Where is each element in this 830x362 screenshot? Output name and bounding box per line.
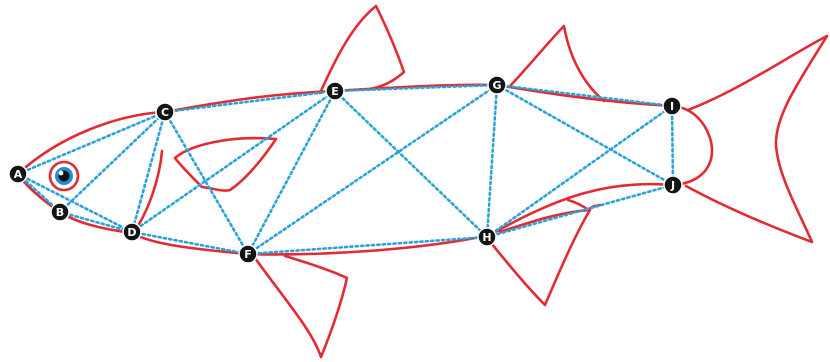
truss-network bbox=[18, 85, 673, 254]
landmark-c: C bbox=[156, 103, 174, 121]
landmark-h: H bbox=[478, 228, 496, 246]
landmark-label: J bbox=[670, 179, 675, 192]
truss-edge-c-f bbox=[165, 112, 248, 254]
landmark-e: E bbox=[326, 82, 344, 100]
pectoral-fin-outline bbox=[175, 138, 276, 190]
truss-edge-e-h bbox=[335, 91, 487, 237]
truss-edge-b-c bbox=[60, 112, 165, 212]
truss-edge-a-c bbox=[18, 112, 165, 174]
landmark-label: E bbox=[331, 85, 339, 98]
truss-edge-f-g bbox=[248, 85, 497, 254]
landmark-a: A bbox=[9, 165, 27, 183]
landmark-f: F bbox=[239, 245, 257, 263]
fish-outline bbox=[18, 6, 827, 357]
landmark-label: G bbox=[492, 79, 501, 92]
anal-fin-outline bbox=[487, 210, 590, 305]
truss-edge-h-i bbox=[487, 106, 672, 237]
landmark-label: A bbox=[14, 168, 23, 181]
truss-edge-g-i bbox=[497, 85, 672, 106]
truss-edge-i-j bbox=[672, 106, 673, 185]
landmark-d: D bbox=[123, 223, 141, 241]
eye-highlight bbox=[59, 171, 64, 176]
tail-fin-outline bbox=[686, 36, 827, 242]
landmark-j: J bbox=[664, 176, 682, 194]
pelvic-fin-outline bbox=[252, 254, 347, 357]
truss-edge-g-j bbox=[497, 85, 673, 185]
landmark-i: I bbox=[663, 97, 681, 115]
landmark-g: G bbox=[488, 76, 506, 94]
eye bbox=[50, 162, 78, 190]
finlet-outline bbox=[568, 200, 600, 210]
truss-edge-d-f bbox=[132, 232, 248, 254]
truss-edge-e-f bbox=[248, 91, 335, 254]
landmark-label: C bbox=[161, 106, 169, 119]
landmark-b: B bbox=[51, 203, 69, 221]
dorsal-fin-outline bbox=[320, 6, 404, 93]
landmark-label: F bbox=[244, 248, 252, 261]
landmark-label: I bbox=[670, 100, 674, 113]
truss-edge-g-h bbox=[487, 85, 497, 237]
landmark-label: H bbox=[482, 231, 491, 244]
landmark-label: B bbox=[56, 206, 64, 219]
landmark-label: D bbox=[127, 226, 136, 239]
